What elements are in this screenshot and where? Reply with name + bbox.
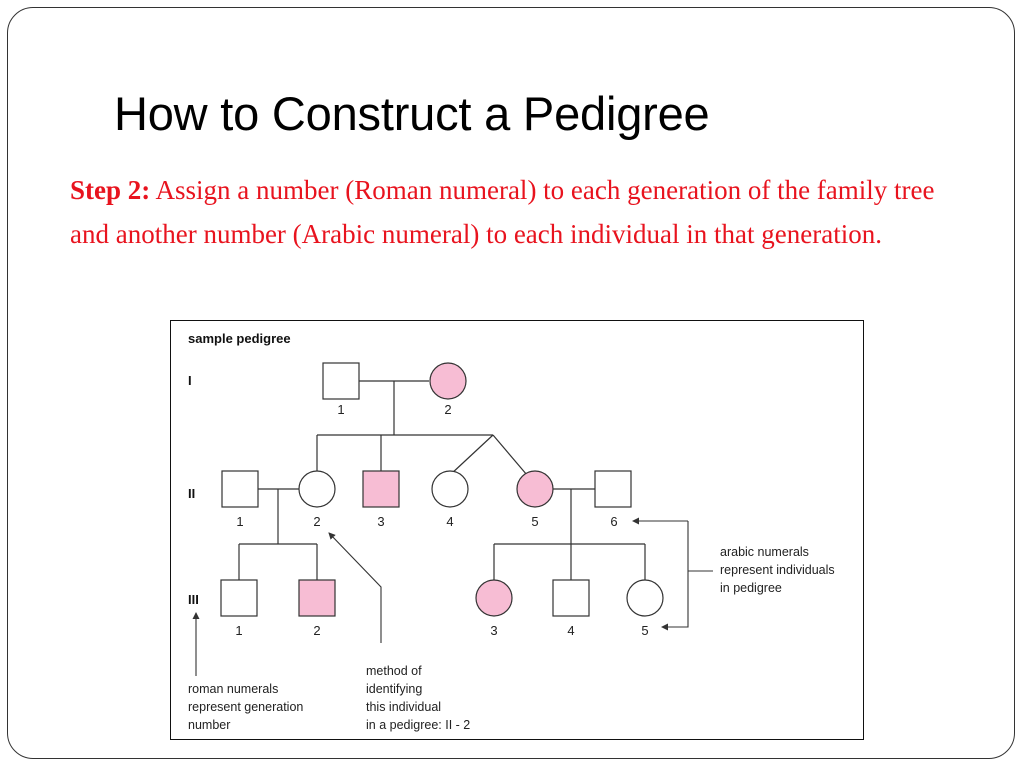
pedigree-diagram: sample pedigree I II III [188, 331, 835, 732]
roman-note-line-3: number [188, 718, 230, 732]
number-ii-4: 4 [446, 514, 453, 529]
slide-title: How to Construct a Pedigree [114, 87, 710, 140]
figure-heading: sample pedigree [188, 331, 291, 346]
generation-label-i: I [188, 373, 192, 388]
number-ii-3: 3 [377, 514, 384, 529]
step-label: Step 2: [70, 175, 151, 205]
individual-ii-1 [221, 470, 259, 508]
step-description: Step 2: Assign a number (Roman numeral) … [70, 168, 970, 256]
generation-label-iii: III [188, 592, 199, 607]
number-i-1: 1 [337, 402, 344, 417]
individual-ii-6 [594, 470, 632, 508]
individual-iii-1 [220, 579, 258, 617]
individual-ii-3 [362, 470, 400, 508]
arabic-note-line-3: in pedigree [720, 581, 782, 595]
individual-i-1 [322, 362, 360, 400]
number-ii-2: 2 [313, 514, 320, 529]
arabic-note-line-2: represent individuals [720, 563, 835, 577]
step-body: Assign a number (Roman numeral) to each … [70, 175, 935, 249]
number-i-2: 2 [444, 402, 451, 417]
individual-iii-3 [475, 579, 513, 617]
individual-ii-5 [516, 470, 554, 508]
annotation-arrows [192, 517, 713, 676]
individual-iii-4 [552, 579, 590, 617]
method-note-line-3: this individual [366, 700, 441, 714]
individual-ii-2 [298, 470, 336, 508]
slide-frame [7, 7, 1015, 759]
roman-note-line-1: roman numerals [188, 682, 278, 696]
number-ii-5: 5 [531, 514, 538, 529]
method-note-line-2: identifying [366, 682, 422, 696]
individual-i-2 [429, 362, 467, 400]
individual-iii-2 [298, 579, 336, 617]
number-iii-3: 3 [490, 623, 497, 638]
method-note-line-4: in a pedigree: II - 2 [366, 718, 470, 732]
pedigree-figure: sample pedigree I II III [170, 320, 864, 740]
pedigree-lines [238, 380, 646, 580]
individual-ii-4 [431, 470, 469, 508]
number-iii-5: 5 [641, 623, 648, 638]
number-ii-1: 1 [236, 514, 243, 529]
individual-iii-5 [626, 579, 664, 617]
method-note-line-1: method of [366, 664, 422, 678]
roman-note-line-2: represent generation [188, 700, 303, 714]
number-ii-6: 6 [610, 514, 617, 529]
number-iii-1: 1 [235, 623, 242, 638]
arabic-note-line-1: arabic numerals [720, 545, 809, 559]
number-iii-2: 2 [313, 623, 320, 638]
number-iii-4: 4 [567, 623, 574, 638]
generation-label-ii: II [188, 486, 195, 501]
